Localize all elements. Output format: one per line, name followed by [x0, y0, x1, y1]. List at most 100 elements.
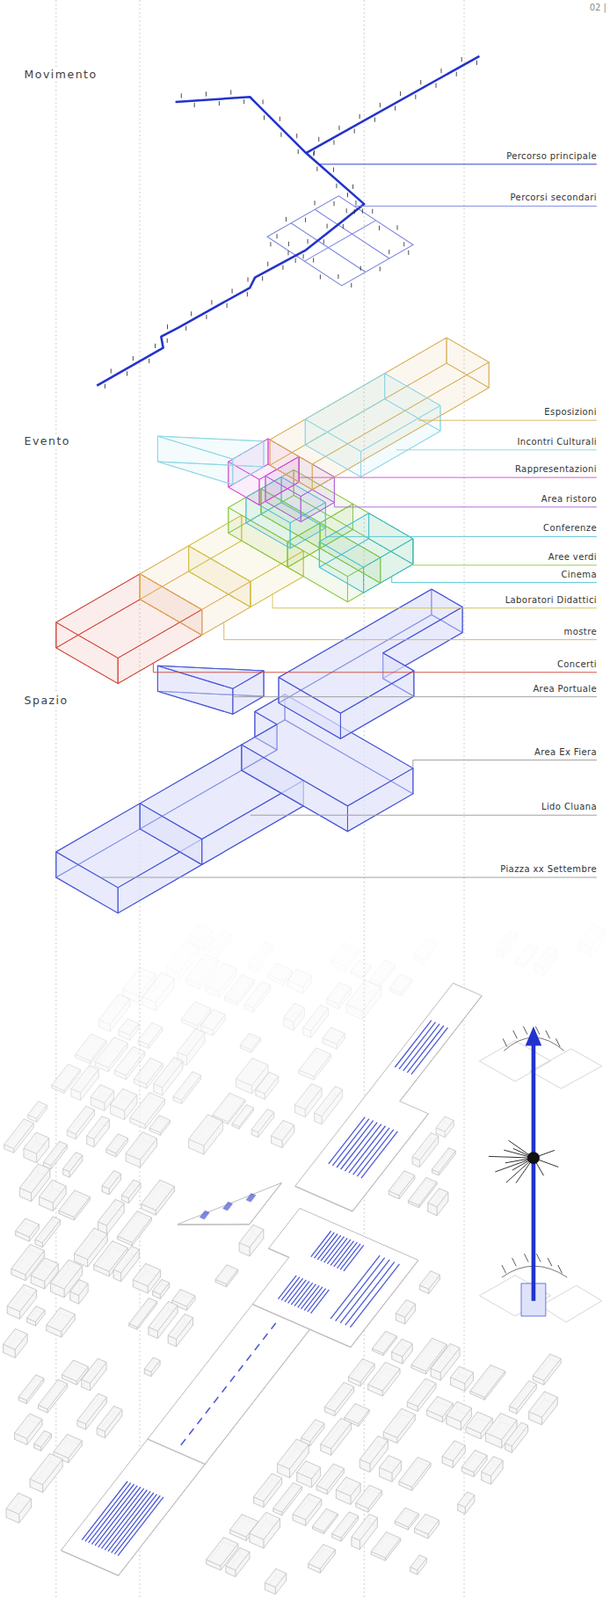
map-building-face [301, 1419, 325, 1442]
map-hatch [348, 1125, 385, 1173]
person-mark [440, 68, 442, 73]
leader-line [152, 662, 597, 672]
flow-tick [522, 1025, 528, 1034]
leader-lines [100, 164, 597, 878]
map-building-face [225, 1547, 250, 1570]
leader-label: Rappresentazioni [515, 464, 597, 475]
leader-line [354, 205, 597, 207]
person-mark [185, 326, 187, 331]
map-building-face [244, 980, 271, 1008]
map-building [6, 1492, 31, 1523]
map-building [244, 980, 271, 1012]
person-mark [295, 258, 297, 263]
main-path [305, 56, 480, 153]
leader-line [413, 564, 597, 566]
map-building-face [29, 1452, 63, 1484]
map-building-face [239, 1224, 264, 1247]
person-mark [126, 370, 128, 376]
map-dash [238, 1365, 243, 1372]
map-building [70, 1279, 88, 1304]
map-building [137, 1022, 162, 1048]
event-block-face [319, 513, 414, 568]
person-mark [342, 224, 344, 229]
map-building [346, 980, 381, 1020]
person-mark [333, 167, 335, 172]
map-building [152, 1278, 170, 1299]
map-marker [246, 1192, 257, 1202]
person-mark [110, 368, 112, 373]
map-building-face [265, 1568, 287, 1588]
map-building-face [370, 1532, 400, 1558]
map-building [394, 1507, 419, 1530]
person-mark [205, 314, 207, 320]
map-building [312, 1508, 338, 1533]
map-building-face [287, 968, 312, 987]
map-building-face [142, 972, 175, 1003]
guide-line [138, 0, 140, 1600]
map-hatch [326, 1237, 348, 1264]
map-building [63, 1152, 83, 1177]
map-site-area [178, 1183, 282, 1226]
map-site-area-face [147, 1303, 310, 1464]
map-building [529, 1391, 558, 1425]
map-building [3, 1328, 28, 1358]
leader-label: Percorso principale [506, 151, 597, 162]
map-building-face [215, 1264, 238, 1285]
map-building [495, 929, 517, 959]
person-mark [305, 217, 306, 223]
person-mark [362, 209, 364, 214]
map-building [23, 1132, 49, 1163]
map-building [283, 1002, 305, 1030]
person-mark [167, 338, 168, 343]
map-building-face [248, 942, 273, 967]
map-dash [205, 1407, 211, 1414]
map-building-face [344, 1403, 370, 1424]
person-mark [303, 254, 305, 259]
map-building-face [308, 1544, 336, 1569]
person-mark [210, 299, 212, 305]
person-mark [456, 72, 458, 77]
map-building-face [101, 1170, 121, 1190]
map-building [149, 1115, 170, 1135]
map-building-face [419, 1270, 440, 1290]
map-building-face [389, 973, 412, 993]
person-mark [355, 200, 356, 205]
map-hatch [343, 1244, 364, 1271]
map-building [251, 1109, 274, 1138]
map-hatch [320, 1234, 342, 1261]
leader-line [396, 449, 597, 451]
person-mark [276, 233, 278, 239]
person-mark [333, 139, 335, 145]
map-building [106, 1133, 128, 1157]
person-mark [323, 239, 325, 244]
section-title: Evento [22, 434, 73, 448]
map-hatch [317, 1233, 338, 1259]
map-hatch [307, 1288, 327, 1313]
map-building-face [298, 1047, 331, 1076]
map-building [232, 1104, 255, 1129]
map-building [350, 960, 371, 980]
map-site-area-face [295, 982, 482, 1211]
map-building [303, 1004, 329, 1038]
person-mark [379, 102, 381, 108]
flow-node [527, 1151, 540, 1164]
map-building [535, 946, 558, 976]
map-hatch [337, 1241, 358, 1268]
map-building-face [395, 1299, 415, 1318]
map-building-face [110, 1088, 138, 1111]
map-building [414, 1513, 440, 1539]
map-building-face [515, 943, 538, 965]
person-mark [218, 101, 220, 106]
event-block [157, 435, 264, 485]
person-mark [354, 128, 356, 133]
person-mark [267, 261, 269, 267]
map-hatch [340, 1259, 390, 1323]
map-hatch [88, 1483, 135, 1543]
map-building-face [232, 1104, 255, 1127]
map-building [412, 1132, 438, 1168]
map-building-face [578, 924, 605, 948]
map-building-face [370, 959, 395, 983]
map-hatch [314, 1232, 335, 1258]
map-building [395, 1299, 415, 1324]
map-building [113, 1246, 139, 1282]
